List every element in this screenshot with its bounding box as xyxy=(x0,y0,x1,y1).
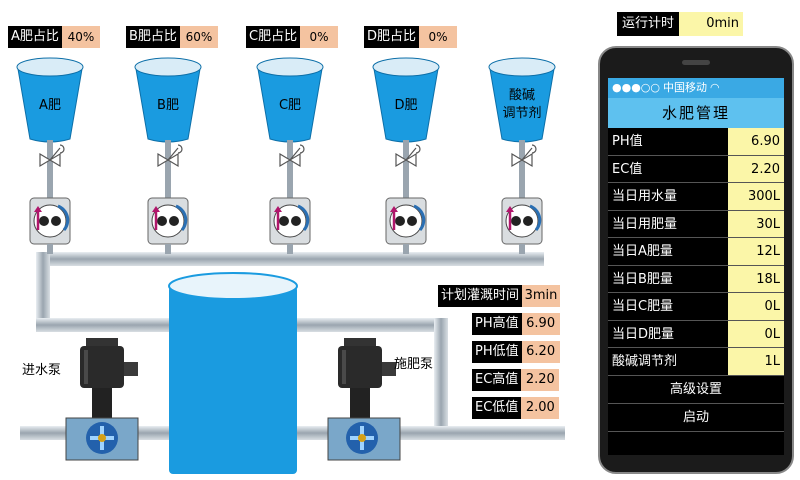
ratio-value[interactable]: 40% xyxy=(61,26,100,48)
reading-row: 当日B肥量 18L xyxy=(608,265,784,293)
valve-pump-acid[interactable] xyxy=(500,140,544,256)
param-value[interactable]: 3min xyxy=(522,285,561,307)
valve-pump-c[interactable] xyxy=(268,140,312,256)
dosing-pump[interactable] xyxy=(326,338,412,463)
reading-row: 当日用水量 300L xyxy=(608,183,784,211)
ratio-label: A肥占比 xyxy=(8,26,62,48)
ratio-value[interactable]: 60% xyxy=(179,26,218,48)
phone-screen: ●●●○○ 中国移动 ◠ 水肥管理 PH值 6.90 EC值 2.20 当日用水量 3… xyxy=(608,78,784,455)
reading-row: 当日D肥量 0L xyxy=(608,320,784,348)
tank-b: B肥 xyxy=(134,55,202,145)
param-label: EC低值 xyxy=(472,397,522,419)
tank-name: C肥 xyxy=(278,98,302,113)
param-ec-low: EC低值 2.00 xyxy=(472,397,560,419)
status-bar: ●●●○○ 中国移动 ◠ xyxy=(608,78,784,98)
valve-pump-d[interactable] xyxy=(384,140,428,256)
ratio-d: D肥占比 0% xyxy=(364,26,458,48)
reading-label: EC值 xyxy=(612,161,643,177)
ratio-value[interactable]: 0% xyxy=(419,26,458,48)
reading-value: 6.90 xyxy=(728,128,784,155)
inlet-pump-label: 进水泵 xyxy=(22,363,62,378)
bucket-icon xyxy=(372,57,440,143)
wifi-icon: ◠ xyxy=(710,81,720,94)
timer-label: 运行计时 xyxy=(617,12,680,36)
param-value[interactable]: 2.00 xyxy=(521,397,560,419)
dosing-pump-label: 施肥泵 xyxy=(394,357,434,372)
inlet-pump[interactable] xyxy=(62,338,148,463)
valve-pump-b[interactable] xyxy=(146,140,190,256)
reading-value: 18L xyxy=(728,265,784,292)
reading-row: EC值 2.20 xyxy=(608,155,784,183)
param-ph-low: PH低值 6.20 xyxy=(472,341,560,363)
reading-label: 当日用水量 xyxy=(612,189,678,204)
reading-value: 0L xyxy=(728,293,784,320)
reading-row: 当日用肥量 30L xyxy=(608,210,784,238)
param-value[interactable]: 6.90 xyxy=(521,313,560,335)
signal-dots-icon: ●●●○○ xyxy=(612,81,660,94)
start-button[interactable]: 启动 xyxy=(608,404,784,432)
reading-label: 当日B肥量 xyxy=(612,271,673,287)
param-label: PH高值 xyxy=(472,313,522,335)
ratio-label: C肥占比 xyxy=(246,26,301,48)
reading-value: 2.20 xyxy=(728,155,784,182)
bucket-icon xyxy=(16,57,84,143)
reading-row: PH值 6.90 xyxy=(608,128,784,156)
tank-name: A肥 xyxy=(39,98,61,113)
tank-a: A肥 xyxy=(16,55,84,145)
bucket-icon xyxy=(134,57,202,143)
reading-value: 12L xyxy=(728,238,784,265)
reading-label: 当日用肥量 xyxy=(612,216,678,232)
tank-acid: 酸碱 调节剂 xyxy=(488,55,556,145)
mixing-tank xyxy=(168,272,298,474)
run-timer: 运行计时 0min xyxy=(617,12,744,36)
param-ec-high: EC高值 2.20 xyxy=(472,369,560,391)
reading-label: 当日C肥量 xyxy=(612,299,674,314)
reading-label: 酸碱调节剂 xyxy=(612,354,678,369)
ratio-label: D肥占比 xyxy=(364,26,420,48)
carrier-name: 中国移动 xyxy=(663,81,707,94)
tank-c: C肥 xyxy=(256,55,324,145)
tank-name-line2: 调节剂 xyxy=(502,106,542,121)
reading-row: 酸碱调节剂 1L xyxy=(608,348,784,376)
param-value[interactable]: 6.20 xyxy=(521,341,560,363)
reading-value: 30L xyxy=(728,210,784,237)
ratio-c: C肥占比 0% xyxy=(246,26,339,48)
reading-row: 当日C肥量 0L xyxy=(608,293,784,321)
param-label: 计划灌溉时间 xyxy=(438,285,523,307)
ratio-label: B肥占比 xyxy=(126,26,180,48)
ratio-value[interactable]: 0% xyxy=(300,26,339,48)
reading-value: 1L xyxy=(728,348,784,375)
tank-name: 酸碱 xyxy=(508,88,535,103)
valve-pump-a[interactable] xyxy=(28,140,72,256)
ratio-b: B肥占比 60% xyxy=(126,26,218,48)
tank-name: D肥 xyxy=(394,98,418,113)
param-value[interactable]: 2.20 xyxy=(521,369,560,391)
ratio-a: A肥占比 40% xyxy=(8,26,100,48)
reading-row: 当日A肥量 12L xyxy=(608,238,784,266)
phone-frame: ●●●○○ 中国移动 ◠ 水肥管理 PH值 6.90 EC值 2.20 当日用水量 3… xyxy=(598,46,794,474)
tank-d: D肥 xyxy=(372,55,440,145)
tank-name: B肥 xyxy=(157,98,179,113)
valve-pump-array xyxy=(28,140,544,256)
timer-value: 0min xyxy=(679,12,744,36)
param-ph-high: PH高值 6.90 xyxy=(472,313,560,335)
param-label: EC高值 xyxy=(472,369,522,391)
speaker-icon xyxy=(682,60,710,65)
param-irrigation-time: 计划灌溉时间 3min xyxy=(438,285,561,307)
app-title: 水肥管理 xyxy=(608,98,784,128)
reading-value: 0L xyxy=(728,320,784,347)
reading-label: 当日D肥量 xyxy=(612,326,675,342)
param-label: PH低值 xyxy=(472,341,522,363)
reading-value: 300L xyxy=(728,183,784,210)
reading-label: 当日A肥量 xyxy=(612,244,673,259)
reading-label: PH值 xyxy=(612,134,643,149)
advanced-settings-button[interactable]: 高级设置 xyxy=(608,376,784,404)
bucket-icon xyxy=(488,57,556,143)
